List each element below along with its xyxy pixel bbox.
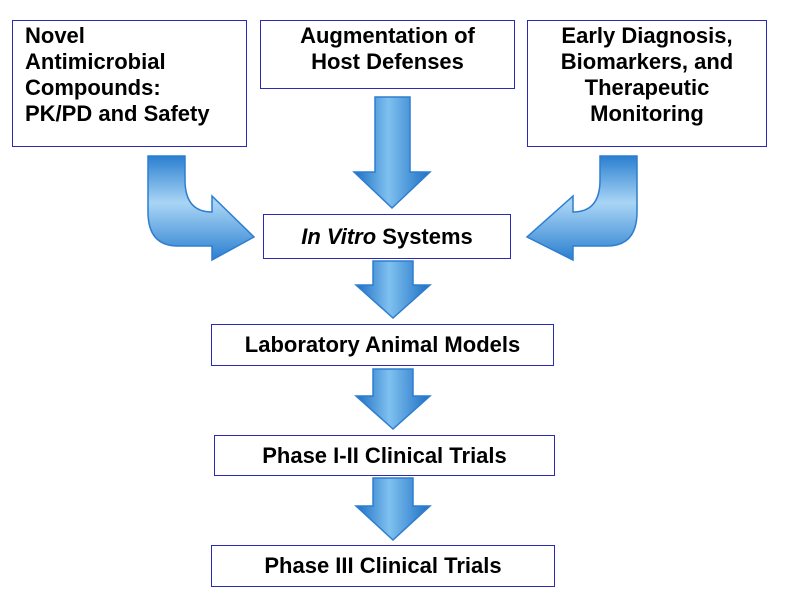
lab-animal-models-box: Laboratory Animal Models (211, 324, 554, 366)
phase-1-2-trials-label: Phase I-II Clinical Trials (262, 442, 507, 468)
in-vitro-rest: Systems (376, 223, 473, 249)
novel-compounds-label: Novel Antimicrobial Compounds: PK/PD and… (25, 23, 210, 126)
arrow-novel-to-invitro (147, 155, 256, 262)
host-defenses-box: Augmentation of Host Defenses (260, 20, 515, 89)
in-vitro-label: In Vitro Systems (301, 224, 473, 250)
in-vitro-italic: In Vitro (301, 223, 377, 249)
arrow-early-to-invitro (525, 155, 638, 262)
arrow-lab-to-phase12 (354, 368, 432, 431)
host-defenses-label: Augmentation of Host Defenses (300, 23, 475, 74)
arrow-phase12-to-phase3 (354, 477, 432, 542)
early-diagnosis-label: Early Diagnosis, Biomarkers, and Therape… (560, 23, 734, 126)
arrow-augmentation-to-invitro (352, 96, 432, 210)
phase-3-trials-box: Phase III Clinical Trials (211, 545, 555, 587)
novel-compounds-box: Novel Antimicrobial Compounds: PK/PD and… (12, 20, 247, 147)
arrow-invitro-to-lab (354, 260, 432, 320)
phase-1-2-trials-box: Phase I-II Clinical Trials (214, 435, 555, 476)
lab-animal-models-label: Laboratory Animal Models (244, 332, 521, 357)
early-diagnosis-box: Early Diagnosis, Biomarkers, and Therape… (527, 20, 767, 147)
in-vitro-systems-box: In Vitro Systems (263, 214, 511, 259)
phase-3-trials-label: Phase III Clinical Trials (264, 553, 502, 578)
